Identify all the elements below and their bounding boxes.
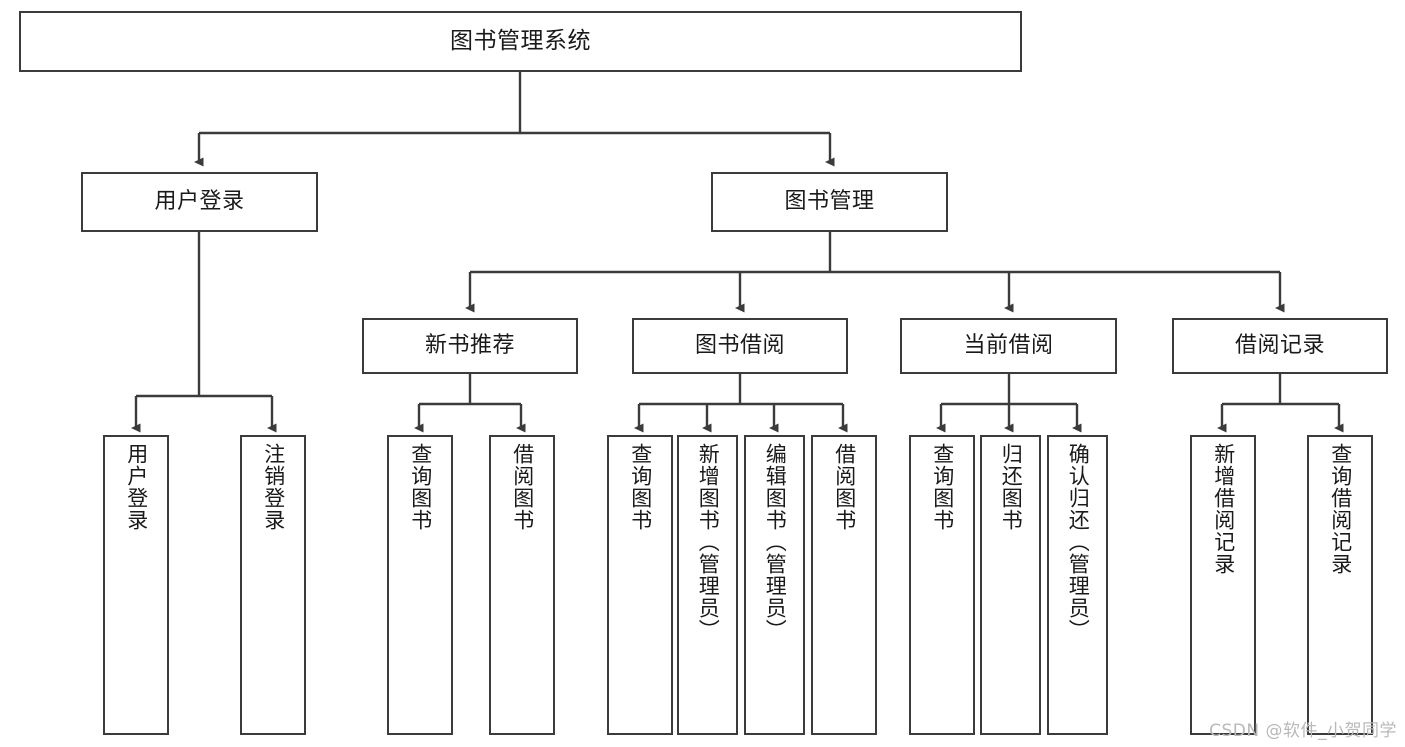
node-label: 新书推荐 xyxy=(424,333,515,358)
leaf-borrow-borrow-book[interactable]: 借阅图书 xyxy=(811,435,877,735)
leaf-current-confirm-return-admin[interactable]: 确认归还（管理员） xyxy=(1047,435,1108,735)
node-label: 用户登录 xyxy=(154,189,245,214)
node-book-borrow[interactable]: 图书借阅 xyxy=(632,318,848,374)
node-label: 新增借阅记录 xyxy=(1211,443,1236,575)
node-label: 确认归还（管理员） xyxy=(1066,443,1091,641)
leaf-record-add-record[interactable]: 新增借阅记录 xyxy=(1190,435,1256,735)
node-label: 图书管理 xyxy=(784,189,875,214)
node-user-login[interactable]: 用户登录 xyxy=(81,172,318,232)
node-label: 编辑图书（管理员） xyxy=(763,443,788,641)
node-label: 借阅图书 xyxy=(832,443,857,531)
node-label: 查询图书 xyxy=(930,443,955,531)
node-label: 查询借阅记录 xyxy=(1328,443,1353,575)
node-label: 查询图书 xyxy=(408,443,433,531)
leaf-recommend-query-book[interactable]: 查询图书 xyxy=(387,435,453,735)
node-root-system[interactable]: 图书管理系统 xyxy=(19,11,1022,72)
node-label: 当前借阅 xyxy=(963,333,1054,358)
node-book-management[interactable]: 图书管理 xyxy=(711,172,948,232)
leaf-user-login[interactable]: 用户登录 xyxy=(103,435,169,735)
leaf-record-query-record[interactable]: 查询借阅记录 xyxy=(1307,435,1373,735)
node-label: 新增图书（管理员） xyxy=(696,443,721,641)
node-new-book-recommend[interactable]: 新书推荐 xyxy=(362,318,578,374)
node-label: 图书借阅 xyxy=(694,333,785,358)
node-label: 用户登录 xyxy=(124,443,149,531)
leaf-borrow-query-book[interactable]: 查询图书 xyxy=(607,435,673,735)
leaf-current-return-book[interactable]: 归还图书 xyxy=(980,435,1041,735)
leaf-logout[interactable]: 注销登录 xyxy=(240,435,306,735)
leaf-current-query-book[interactable]: 查询图书 xyxy=(909,435,975,735)
node-label: 借阅图书 xyxy=(510,443,535,531)
node-label: 注销登录 xyxy=(261,443,286,531)
node-label: 查询图书 xyxy=(628,443,653,531)
node-label: 图书管理系统 xyxy=(450,28,591,54)
csdn-watermark: CSDN @软件_小贺同学 xyxy=(1209,721,1397,741)
leaf-recommend-borrow-book[interactable]: 借阅图书 xyxy=(489,435,555,735)
node-label: 借阅记录 xyxy=(1234,333,1325,358)
leaf-borrow-add-book-admin[interactable]: 新增图书（管理员） xyxy=(677,435,738,735)
node-current-borrow[interactable]: 当前借阅 xyxy=(900,318,1117,374)
leaf-borrow-edit-book-admin[interactable]: 编辑图书（管理员） xyxy=(744,435,805,735)
node-label: 归还图书 xyxy=(999,443,1024,531)
node-borrow-record[interactable]: 借阅记录 xyxy=(1172,318,1388,374)
